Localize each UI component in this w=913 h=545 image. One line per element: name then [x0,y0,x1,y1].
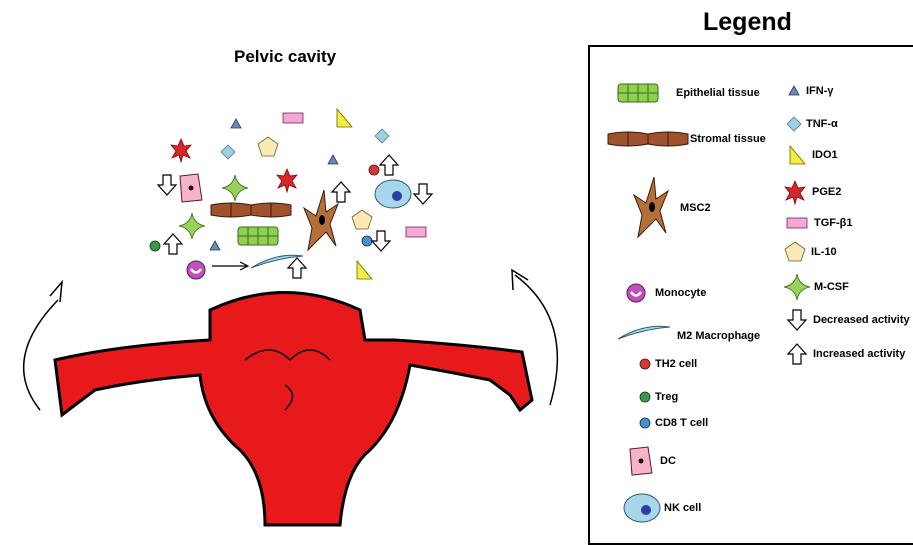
increased-activity-arrow [380,155,398,175]
legend-label-decreased: Decreased activity [813,314,910,326]
uterus-shape [55,293,532,526]
legend-label-il10: IL-10 [811,246,837,258]
nk-cell [375,180,411,208]
tnf-alpha-symbol [375,129,389,143]
legend-label-mcsf: M-CSF [814,281,849,293]
legend-title: Legend [703,8,792,37]
legend-label-ifn: IFN-γ [806,85,834,97]
ifn-gamma-symbol [231,119,241,128]
pelvic-cavity-title: Pelvic cavity [234,47,336,67]
il-10-symbol [258,137,278,156]
increased-activity-arrow [332,182,350,202]
treg-cell [150,241,160,251]
cd8-t-cell [362,236,372,246]
legend-label-tgf: TGF-β1 [814,217,853,229]
legend-label-treg: Treg [655,391,678,403]
epithelial-tissue [238,227,278,245]
dc-cell [180,174,202,202]
legend-label-dc: DC [660,455,676,467]
pge2-symbol [171,139,191,162]
legend-label-th2: TH2 cell [655,358,697,370]
legend-label-macrophage: M2 Macrophage [677,330,760,342]
decreased-activity-arrow [414,184,432,204]
tnf-alpha-symbol [221,145,235,159]
tgf-beta1-symbol [283,113,303,123]
increased-activity-arrow [288,258,306,278]
differentiation-arrow [212,262,248,270]
legend-label-epithelial: Epithelial tissue [676,87,760,99]
legend-label-stromal: Stromal tissue [690,133,766,145]
stromal-tissue [211,203,291,217]
msc2-cell [304,190,338,250]
il-10-symbol [352,210,372,229]
legend-label-pge2: PGE2 [812,186,841,198]
legend-label-nk: NK cell [664,502,701,514]
m-csf-symbol [222,175,248,201]
ifn-gamma-symbol [328,155,338,164]
legend-label-cd8: CD8 T cell [655,417,708,429]
legend-label-ido1: IDO1 [812,149,838,161]
pge2-symbol [277,169,297,192]
legend-box [588,45,913,545]
ido1-symbol [337,109,352,127]
ido1-symbol [357,261,372,279]
decreased-activity-arrow [158,175,176,195]
legend-label-tnf: TNF-α [806,118,838,130]
m-csf-symbol [179,213,205,239]
th2-cell [369,165,379,175]
legend-label-increased: Increased activity [813,348,905,360]
pelvic-cavity-contents [150,109,432,279]
tgf-beta1-symbol [406,227,426,237]
left-curved-arrow [24,282,62,410]
decreased-activity-arrow [372,231,390,251]
increased-activity-arrow [164,234,182,254]
monocyte-cell [187,261,205,279]
legend-label-msc2: MSC2 [680,202,711,214]
legend-label-monocyte: Monocyte [655,287,706,299]
ifn-gamma-symbol [210,241,220,250]
